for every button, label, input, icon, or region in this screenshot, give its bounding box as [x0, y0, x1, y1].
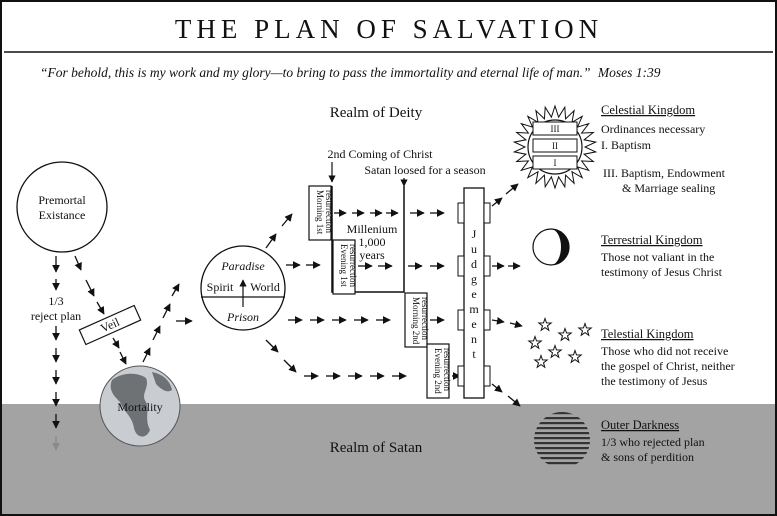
paradise-label: Paradise	[220, 259, 265, 273]
judgement-letter: n	[471, 332, 477, 346]
svg-text:resurrection: resurrection	[324, 190, 334, 233]
celestial-line-1: Ordinances necessary	[601, 122, 705, 136]
mortality-label: Mortality	[117, 400, 162, 414]
outer-darkness-heading: Outer Darkness	[601, 418, 679, 432]
stars-icon	[527, 316, 593, 369]
arrows-from-judgement	[491, 183, 523, 407]
veil-box: Veil	[78, 304, 142, 346]
telestial-line-3: the testimony of Jesus	[601, 374, 708, 388]
judgement-letter: d	[471, 257, 477, 271]
celestial-level-3: III	[551, 124, 560, 134]
telestial-kingdom-heading: Telestial Kingdom	[601, 327, 694, 341]
celestial-level-1: I	[554, 158, 557, 168]
page-title: THE PLAN OF SALVATION	[175, 14, 603, 44]
prison-label: Prison	[226, 310, 259, 324]
premortal-to-veil-arrows	[74, 255, 127, 365]
reject-plan-label: reject plan	[31, 309, 81, 323]
terrestrial-kingdom-heading: Terrestrial Kingdom	[601, 233, 703, 247]
morning-first-resurrection: Morning 1st resurrection	[308, 185, 334, 241]
realm-of-satan-label: Realm of Satan	[330, 440, 423, 456]
premortal-existence-circle	[16, 161, 108, 253]
millenium-bracket	[331, 186, 405, 293]
svg-text:resurrection: resurrection	[420, 297, 430, 340]
svg-text:Morning 2nd: Morning 2nd	[411, 297, 421, 345]
celestial-line-4: & Marriage sealing	[622, 181, 715, 195]
evening-first-resurrection: Evening 1st resurrection	[332, 239, 358, 295]
second-coming-label: 2nd Coming of Christ	[327, 147, 433, 161]
earth-icon	[99, 365, 181, 447]
celestial-line-2: I. Baptism	[601, 138, 652, 152]
moon-icon	[532, 228, 570, 266]
telestial-line-1: Those who did not receive	[601, 344, 728, 358]
judgement-letter: J	[472, 227, 477, 241]
celestial-line-3: III. Baptism, Endowment	[603, 166, 726, 180]
mortality-to-spirit-world-arrows	[142, 283, 193, 363]
spirit-label: Spirit	[207, 280, 234, 294]
reject-fraction: 1/3	[48, 294, 63, 308]
millenium-years-label: years	[359, 248, 385, 262]
celestial-kingdom-heading: Celestial Kingdom	[601, 103, 695, 117]
terrestrial-line-2: testimony of Jesus Christ	[601, 265, 723, 279]
premortal-label-2: Existance	[39, 208, 86, 222]
judgement-letter: t	[472, 347, 476, 361]
spirit-world-outgoing-arrows	[265, 213, 407, 380]
judgement-letter: e	[471, 287, 476, 301]
realm-of-deity-label: Realm of Deity	[330, 105, 423, 121]
world-label: World	[250, 280, 280, 294]
morning-second-resurrection: Morning 2nd resurrection	[404, 292, 430, 348]
scripture-quote: “For behold, this is my work and my glor…	[40, 65, 661, 80]
evening-second-resurrection: Evening 2nd resurrection	[426, 343, 452, 399]
sun-icon: III II I	[512, 104, 598, 190]
premortal-label-1: Premortal	[38, 193, 86, 207]
terrestrial-line-1: Those not valiant in the	[601, 250, 714, 264]
telestial-line-2: the gospel of Christ, neither	[601, 359, 735, 373]
judgement-letter: g	[471, 272, 477, 286]
outer-darkness-line-2: & sons of perdition	[601, 450, 694, 464]
judgement-bar: J u d g e m e n t	[457, 187, 491, 399]
judgement-letter: u	[471, 242, 477, 256]
outer-darkness-line-1: 1/3 who rejected plan	[601, 435, 705, 449]
svg-text:resurrection: resurrection	[348, 244, 358, 287]
celestial-level-2: II	[552, 141, 558, 151]
satan-loosed-label: Satan loosed for a season	[364, 163, 485, 177]
judgement-letter: e	[471, 317, 476, 331]
svg-text:Evening 2nd: Evening 2nd	[433, 348, 443, 394]
svg-text:Morning 1st: Morning 1st	[315, 190, 325, 235]
judgement-letter: m	[469, 302, 479, 316]
outer-darkness-icon	[534, 412, 590, 465]
millenium-label: Millenium	[347, 222, 398, 236]
svg-text:Evening 1st: Evening 1st	[339, 244, 349, 287]
svg-text:resurrection: resurrection	[442, 348, 452, 391]
millenium-years-number: 1,000	[359, 235, 386, 249]
